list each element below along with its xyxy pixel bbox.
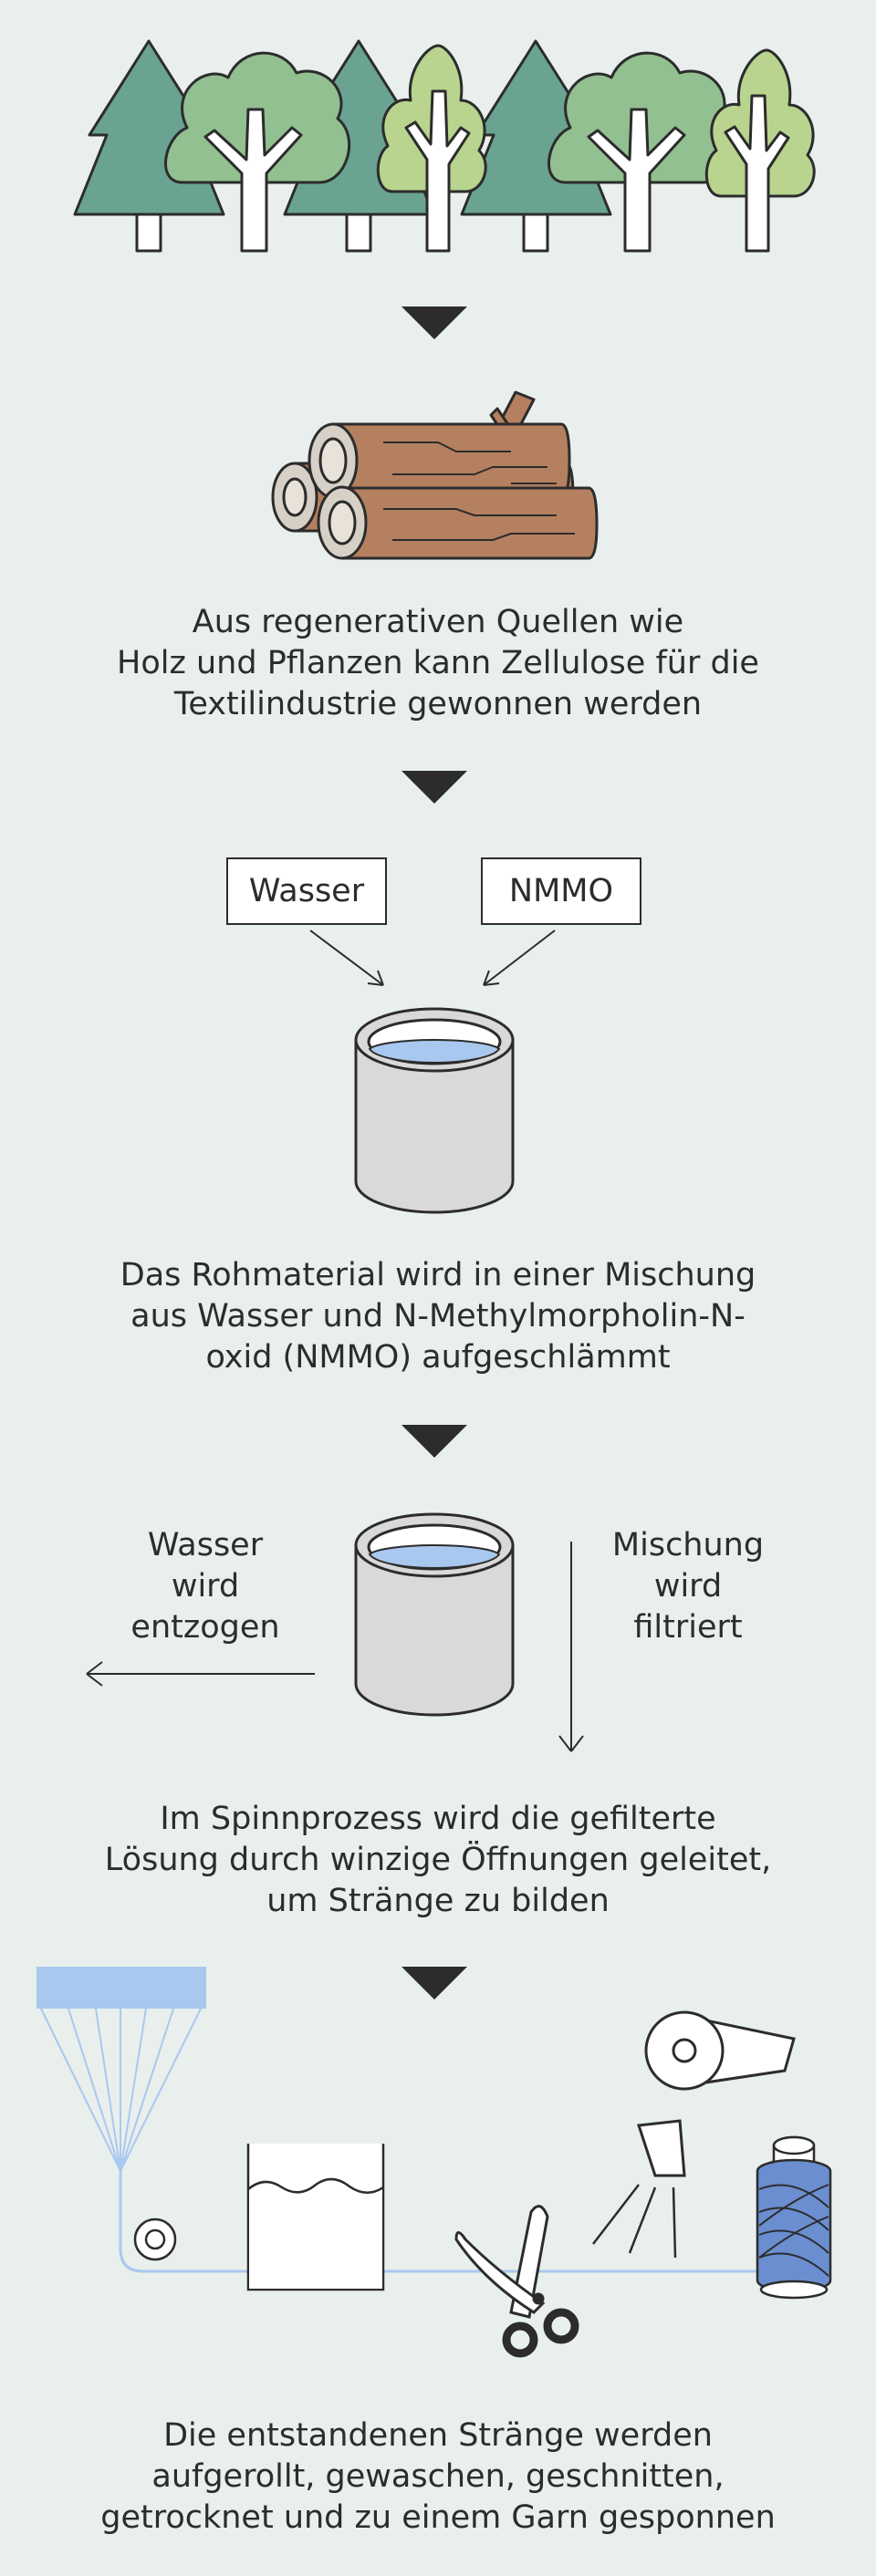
water-extracted-label: Wasser wird entzogen <box>130 1527 280 1646</box>
nmmo-input-box: NMMO <box>481 857 641 925</box>
down-arrow-icon <box>402 306 467 339</box>
step3-caption: Im Spinnprozess wird die gefilterte Lösu… <box>104 1801 772 1919</box>
log-pile-icon <box>271 390 599 560</box>
side-arrows <box>86 1542 584 1752</box>
fiber-strands <box>40 2008 766 2273</box>
vessel-icon <box>354 1007 515 1214</box>
spinneret-icon <box>36 1967 206 2009</box>
scissors-icon <box>454 2205 579 2358</box>
hair-dryer-icon <box>637 2010 796 2177</box>
step2-caption: Das Rohmaterial wird in einer Mischung a… <box>120 1257 756 1376</box>
nmmo-input-label: NMMO <box>508 873 614 909</box>
forest <box>73 39 816 253</box>
wash-basin-icon <box>246 2144 385 2291</box>
arrow-down-icon <box>558 1542 584 1752</box>
arrow-left-icon <box>86 1661 315 1687</box>
production-line <box>36 1967 832 2358</box>
deciduous-tree-icon <box>164 44 816 253</box>
water-input-box: Wasser <box>226 857 387 925</box>
vessel-icon <box>354 1512 515 1717</box>
step1-caption: Aus regenerativen Quellen wie Holz und P… <box>117 604 759 722</box>
down-arrow-icon <box>402 1425 467 1458</box>
down-arrow-icon <box>402 1967 467 2000</box>
input-arrows <box>309 930 556 986</box>
down-arrow-icon <box>402 771 467 804</box>
airflow-lines <box>592 2184 677 2259</box>
water-input-label: Wasser <box>248 873 365 909</box>
yarn-spool-icon <box>756 2135 832 2300</box>
roller-icon <box>133 2218 177 2261</box>
mixture-filtered-label: Mischung wird filtriert <box>611 1527 765 1646</box>
step4-caption: Die entstandenen Stränge werden aufgerol… <box>100 2417 776 2536</box>
